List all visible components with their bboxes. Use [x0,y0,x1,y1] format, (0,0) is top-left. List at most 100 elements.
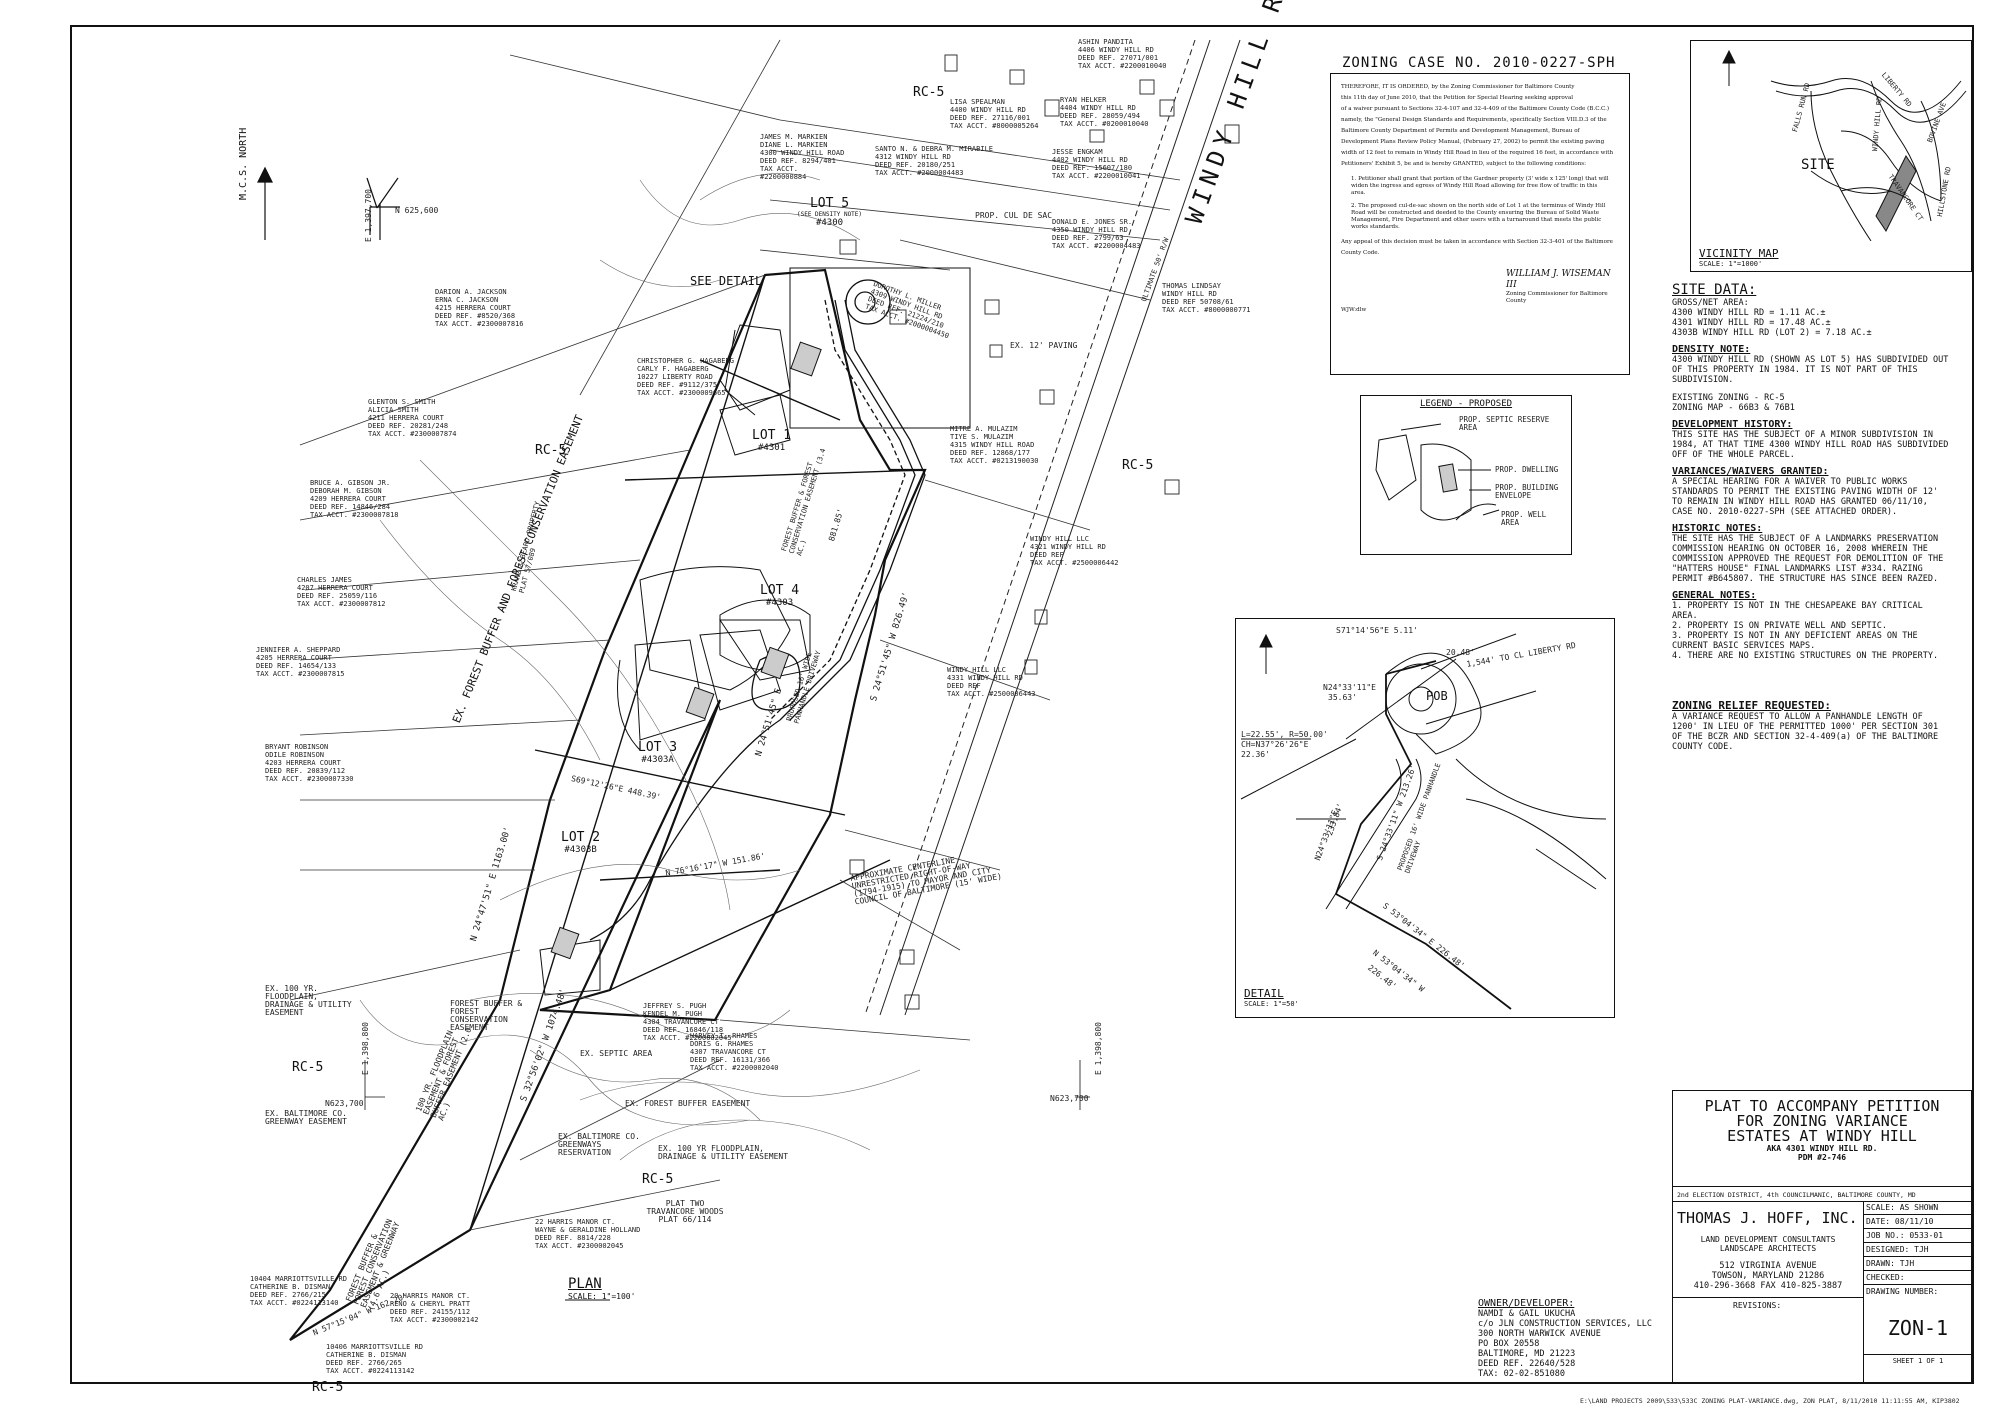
legend-item: PROP. BUILDING ENVELOPE [1495,483,1559,500]
note-text: 4303B WINDY HILL RD (LOT 2) = 7.18 AC.± [1672,328,1872,338]
windy-hill-road [864,39,1241,1016]
note-text: THIS SITE HAS THE SUBJECT OF A MINOR SUB… [1672,430,1949,460]
detail-drawing [1240,633,1607,1010]
detail-label: N24°33'11"E [1323,683,1376,692]
paving-label: EX. 12' PAVING [1010,341,1078,350]
easement-label: EX. BALTIMORE CO. GREENWAYS RESERVATION [558,1132,640,1157]
note-text: 3. PROPERTY IS NOT IN ANY DEFICIENT AREA… [1672,631,1918,651]
owner-line: NAMDI & GAIL UKUCHA [1478,1309,1576,1319]
note-text: 4301 WINDY HILL RD = 17.48 AC.± [1672,318,1831,328]
order-line: Baltimore County Department of Permits a… [1341,128,1580,134]
zoning-order-box: THEREFORE, IT IS ORDERED, by the Zoning … [1330,73,1630,375]
owner-line: BALTIMORE, MD 21223 [1478,1349,1576,1359]
title-pdm: PDM #2-746 [1797,1153,1847,1162]
north-label: M.C.S. NORTH [238,127,249,200]
owner-label: JENNIFER A. SHEPPARD 4205 HERRERA COURT … [256,646,345,678]
owner-label: GLENTON S. SMITH ALICIA SMITH 4211 HERRE… [368,398,457,438]
note-text: THE SITE HAS THE SUBJECT OF A LANDMARKS … [1672,534,1944,584]
lot-2: LOT 2 #4303B [561,830,601,855]
owner-label: HARVEY T. RHAMES DORIS G. RHAMES 4307 TR… [690,1032,779,1072]
see-detail-label: SEE DETAIL [690,274,763,288]
grid-east-2: E 1,398,800 [361,1022,370,1075]
order-line: Development Plans Review Policy Manual, … [1341,139,1605,145]
easement-label: EX. 100 YR. FLOODPLAIN, DRAINAGE & UTILI… [265,984,352,1017]
order-line: namely, the "General Design Standards an… [1341,117,1607,123]
vicinity-site-label: SITE [1801,157,1835,173]
title-info-cells: SCALE: AS SHOWN DATE: 08/11/10 JOB NO.: … [1863,1201,1973,1367]
owner-label: 10406 MARRIOTTSVILLE RD CATHERINE B. DIS… [326,1343,423,1375]
order-line: this 11th day of June 2010, that the Pet… [1341,95,1574,101]
site-data-notes: SITE DATA: GROSS/NET AREA: 4300 WINDY HI… [1672,282,1952,752]
owner-label: WINDY HILL LLC 4331 WINDY HILL RD DEED R… [947,666,1036,698]
plan-title: PLAN SCALE: 1"=100' [568,1276,636,1301]
owner-label: THOMAS LINDSAY WINDY HILL RD DEED REF 50… [1162,282,1251,314]
sheet-label: SHEET 1 OF 1 [1863,1354,1973,1367]
grid-north-3: N623,700 [1050,1094,1089,1103]
title-district: 2nd ELECTION DISTRICT, 4th COUNCILMANIC,… [1677,1191,1916,1199]
note-text: 1. PROPERTY IS NOT IN THE CHESAPEAKE BAY… [1672,601,1923,621]
detail-pob: POB [1426,689,1448,703]
title-block: PLAT TO ACCOMPANY PETITION FOR ZONING VA… [1672,1090,1973,1384]
lot-3: LOT 3 #4303A [638,740,678,765]
firm-block: THOMAS J. HOFF, INC. LAND DEVELOPMENT CO… [1673,1201,1864,1384]
order-initials: WJW:dlw [1341,307,1367,313]
zone-label: RC-5 [292,1060,324,1075]
owner-line: TAX: 02-02-851080 [1478,1369,1565,1379]
zone-label: RC-5 [642,1172,674,1187]
legend-item: PROP. WELL AREA [1501,510,1547,527]
owner-label: JESSE ENGKAM 4402 WINDY HILL RD DEED REF… [1052,148,1141,180]
firm-name: THOMAS J. HOFF, INC. [1677,1209,1858,1227]
easement-label: FOREST BUFFER & FOREST CONSERVATION EASE… [450,999,523,1032]
note-text: 4. THERE ARE NO EXISTING STRUCTURES ON T… [1672,651,1939,661]
easement-label: EX. FOREST BUFFER EASEMENT [625,1099,751,1108]
owner-label: JAMES M. MARKIEN DIANE L. MARKIEN 4300 W… [760,133,845,181]
panhandle-driveway [589,279,926,941]
detail-label: S71°14'56"E 5.11' [1336,626,1418,635]
owner-label: JEFFREY S. PUGH KENDEL M. PUGH 4304 TRAV… [643,1002,732,1042]
owner-label: WINDY HILL LLC 4321 WINDY HILL RD DEED R… [1030,535,1119,567]
title-aka: AKA 4301 WINDY HILL RD. [1766,1144,1878,1153]
note-text: A SPECIAL HEARING FOR A WAIVER TO PUBLIC… [1672,477,1939,517]
note-text: 2. PROPERTY IS ON PRIVATE WELL AND SEPTI… [1672,621,1887,631]
zone-label: RC-5 [1122,458,1154,473]
detail-label: 20.48' [1446,648,1475,657]
note-heading: DENSITY NOTE: [1672,344,1751,355]
owner-label: ASHIN PANDITA 4406 WINDY HILL RD DEED RE… [1078,38,1167,70]
drawing-frame [70,25,1974,1384]
owner-label: BRUCE A. GIBSON JR. DEBORAH M. GIBSON 42… [310,479,399,519]
parcel-boundary [289,268,927,1341]
note-text: ZONING MAP - 66B3 & 76B1 [1672,403,1795,413]
order-line: of a waiver pursuant to Sections 32-4-10… [1341,106,1610,112]
owner-developer-title: OWNER/DEVELOPER: [1478,1298,1575,1309]
note-heading: ZONING RELIEF REQUESTED: [1672,699,1831,712]
vicinity-map: SITE LIBERTY RD FALLS RUN RD WINDY HILL … [1690,40,1972,272]
cul-de-sac-label: PROP. CUL DE SAC [975,211,1053,220]
owner-line: c/o JLN CONSTRUCTION SERVICES, LLC [1478,1319,1652,1329]
legend-item: PROP. DWELLING [1495,465,1559,474]
zoning-case-title: ZONING CASE NO. 2010-0227-SPH [1342,55,1616,71]
lot-1: LOT 1 #4301 [752,428,792,453]
detail-label: CH=N37°26'26"E [1241,740,1309,749]
detail-title-block: DETAIL SCALE: 1"=50' [1244,987,1299,1008]
order-condition: 2. The proposed cul-de-sac shown on the … [1351,203,1606,230]
owner-label: MITRE A. MULAZIM TIYE S. MULAZIM 4315 WI… [950,425,1039,465]
order-line: width of 12 feet to remain in Windy Hill… [1341,150,1614,156]
lot-4: LOT 4 #4303 [760,583,800,608]
owner-label: DARION A. JACKSON ERNA C. JACKSON 4215 H… [435,288,524,328]
easement-label: EX. SEPTIC AREA [580,1049,653,1058]
drawing-number: ZON-1 [1887,1316,1949,1340]
grid-north-2: N623,700 [325,1099,364,1108]
owner-label: RYAN HELKER 4404 WINDY HILL RD DEED REF.… [1060,96,1149,128]
lot-5: LOT 5 (SEE DENSITY NOTE) #4300 [797,196,863,228]
site-data-title: SITE DATA: [1672,282,1757,298]
owner-label: BRYANT ROBINSON ODILE ROBINSON 4203 HERR… [265,743,354,783]
note-text: EXISTING ZONING - RC-5 [1672,393,1785,403]
owner-label: CHRISTOPHER G. HAGABERG CARLY F. HAGABER… [637,357,734,397]
order-signature-title: Zoning Commissioner for Baltimore County [1506,291,1608,304]
revisions-label: REVISIONS: [1673,1297,1863,1313]
order-condition: 1. Petitioner shall grant that portion o… [1351,176,1609,196]
note-heading: VARIANCES/WAIVERS GRANTED: [1672,466,1829,477]
note-text: A VARIANCE REQUEST TO ALLOW A PANHANDLE … [1672,712,1939,752]
grid-north-1: N 625,600 [395,206,439,215]
